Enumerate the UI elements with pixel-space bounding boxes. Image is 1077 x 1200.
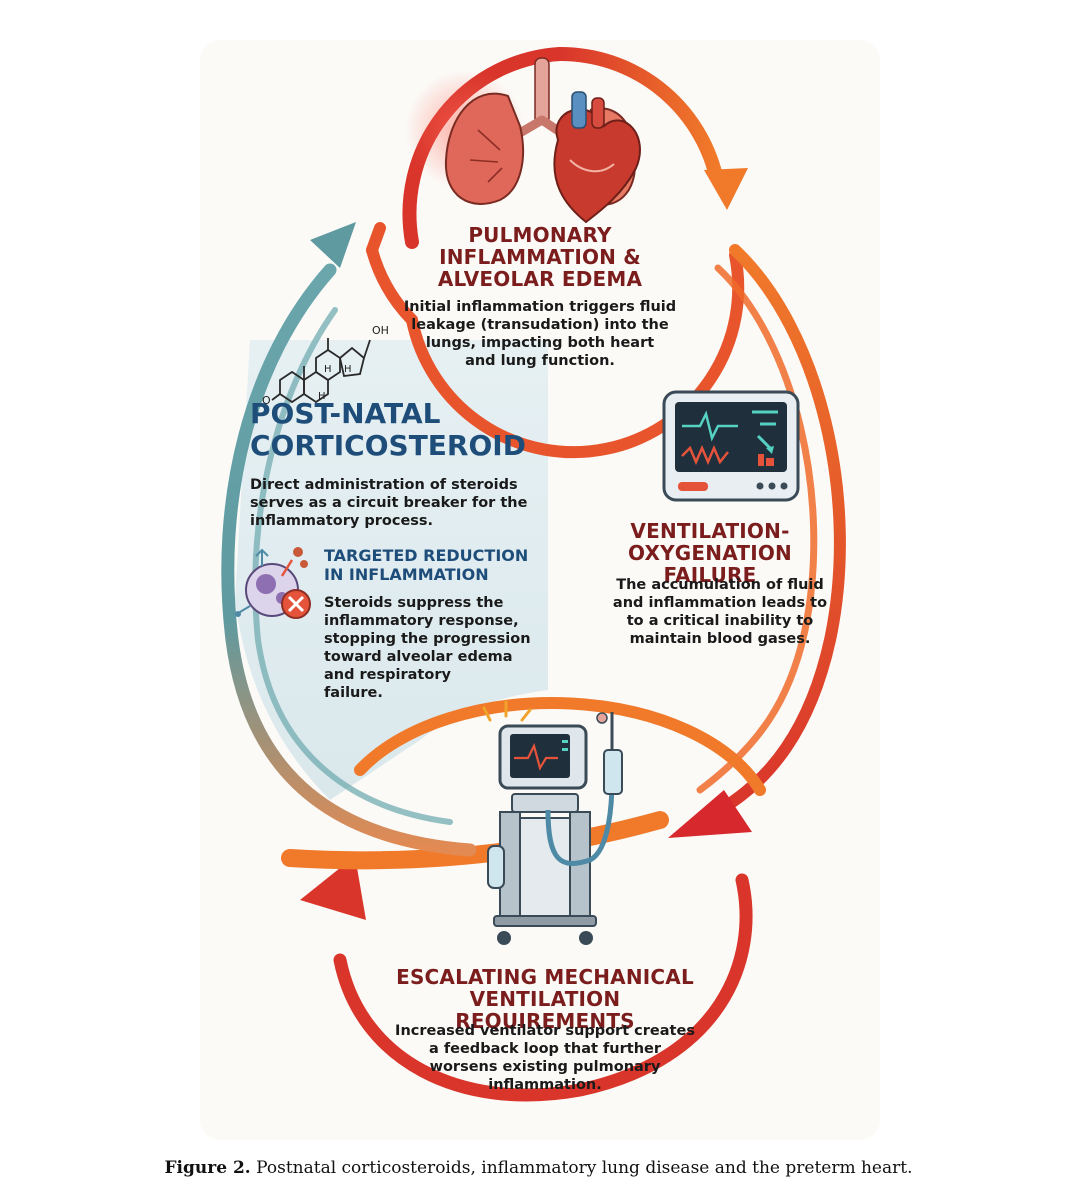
lungs-and-heart-icon: [405, 57, 641, 224]
steroid-molecule-icon: [271, 338, 371, 404]
top-cycle-arrowhead: [704, 168, 748, 210]
escalating-title: ESCALATING MECHANICAL VENTILATION REQUIR…: [396, 965, 694, 1033]
molecule-label-h3: H: [318, 391, 326, 402]
left-cycle-arrow-outer: [221, 263, 477, 857]
immune-cell-icon: [235, 547, 311, 619]
corticosteroid-subtitle: TARGETED REDUCTION IN INFLAMMATION: [324, 546, 529, 584]
molecule-label-o: O: [262, 394, 271, 407]
molecule-label-oh: OH: [372, 324, 389, 337]
figure-caption: Figure 2. Postnatal corticosteroids, inf…: [0, 1158, 1077, 1178]
bottom-cycle-arrowhead: [300, 856, 366, 920]
top-cycle-lower-arc: [366, 244, 745, 459]
pulmonary-title: PULMONARY INFLAMMATION & ALVEOLAR EDEMA: [437, 223, 643, 291]
bottom-cycle-arc-bottom: [333, 873, 753, 1102]
escalating-body: Increased ventilator support creates a f…: [395, 1023, 695, 1093]
bottom-cycle-band: [281, 811, 669, 870]
molecule-label-h2: H: [344, 364, 352, 375]
right-cycle-arrowhead: [668, 790, 752, 838]
figure-caption-text: Postnatal corticosteroids, inflammatory …: [250, 1158, 913, 1178]
molecule-label-h1: H: [324, 364, 332, 375]
left-cycle-arrowhead: [310, 222, 356, 268]
top-to-right-connector: [366, 222, 386, 256]
corticosteroid-body: Direct administration of steroids serves…: [250, 477, 528, 529]
ventilation-failure-body: The accumulation of fluid and inflammati…: [612, 577, 828, 647]
corticosteroid-title: POST-NATAL CORTICOSTEROID: [250, 397, 526, 462]
pulmonary-body: Initial inflammation triggers fluid leak…: [403, 299, 677, 369]
ventilation-failure-title: VENTILATION-OXYGENATION FAILURE: [628, 519, 792, 587]
left-cycle-arrow-inner: [252, 307, 453, 825]
bottom-cycle-arc-top: [354, 697, 766, 796]
corticosteroid-sub-body: Steroids suppress the inflammatory respo…: [324, 595, 531, 701]
top-cycle-arrow-right: [553, 46, 723, 183]
right-cycle-arrow-outer: [714, 244, 846, 816]
corticosteroid-panel: [235, 340, 548, 800]
patient-monitor-icon: [662, 390, 800, 502]
ventilator-icon: [482, 700, 623, 945]
figure-caption-label: Figure 2.: [164, 1158, 251, 1178]
right-cycle-arrow-inner: [696, 264, 818, 794]
